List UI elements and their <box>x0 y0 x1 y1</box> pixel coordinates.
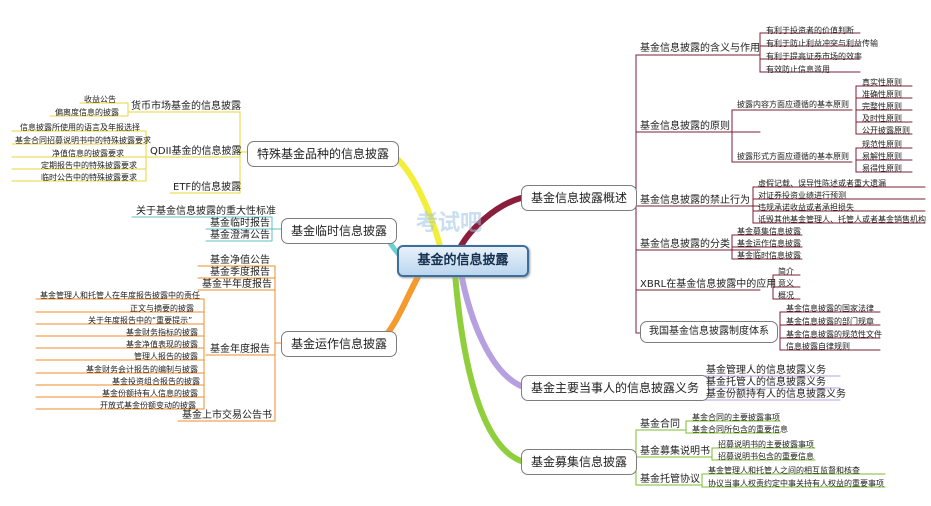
node-operation-quarterly[interactable]: 基金季度报告 <box>210 267 270 278</box>
leaf-role-3: 有利于提高证券市场的效率 <box>766 52 862 61</box>
leaf-system-2: 基金信息披露的部门规章 <box>786 317 874 326</box>
leaf-qdii-5: 临时公告中的特殊披露要求 <box>41 173 137 182</box>
leaf-parties-1: 基金管理人的信息披露义务 <box>706 365 826 376</box>
leaf-annual-4: 基金财务指标的披露 <box>126 328 198 337</box>
leaf-categories-2: 基金运作信息披露 <box>737 239 801 248</box>
leaf-annual-1: 基金管理人和托管人在年度报告披露中的责任 <box>40 291 200 300</box>
leaf-annual-5: 基金净值表现的披露 <box>126 340 198 349</box>
leaf-custody-2: 协议当事人权责约定中事关持有人权益的重要事项 <box>708 479 884 488</box>
leaf-qdii-2: 基金合同招募说明书中的特殊披露要求 <box>15 136 151 145</box>
leaf-content-5: 公开披露原则 <box>862 126 910 135</box>
leaf-annual-6: 管理人报告的披露 <box>134 352 198 361</box>
leaf-form-3: 易得性原则 <box>862 164 902 173</box>
leaf-contract-1: 基金合同的主要披露事项 <box>692 413 780 422</box>
node-overview-system[interactable]: 我国基金信息披露制度体系 <box>640 321 778 343</box>
node-principles-form[interactable]: 披露形式方面应遵循的基本原则 <box>737 152 849 161</box>
node-operation-nav[interactable]: 基金净值公告 <box>210 255 270 266</box>
leaf-role-2: 有利于防止利益冲突与利益传输 <box>766 39 878 48</box>
topic-raising[interactable]: 基金募集信息披露 <box>521 449 638 475</box>
leaf-content-2: 准确性原则 <box>862 90 902 99</box>
node-overview-categories[interactable]: 基金信息披露的分类 <box>640 239 730 250</box>
topic-temporary[interactable]: 基金临时信息披露 <box>281 218 398 244</box>
topic-special[interactable]: 特殊基金品种的信息披露 <box>247 141 400 167</box>
leaf-system-1: 基金信息披露的国家法律 <box>786 304 874 313</box>
leaf-qdii-3: 净值信息的披露要求 <box>52 149 124 158</box>
leaf-prospectus-1: 招募说明书的主要披露事项 <box>718 440 814 449</box>
leaf-role-1: 有利于投资者的价值判断 <box>766 26 854 35</box>
leaf-role-4: 有效防止信息滥用 <box>766 65 830 74</box>
leaf-annual-9: 基金份额持有人信息的披露 <box>102 389 198 398</box>
leaf-money-2: 偏离度信息的披露 <box>55 108 119 117</box>
leaf-annual-2: 正文与摘要的披露 <box>130 304 194 313</box>
branch-overview <box>458 195 524 249</box>
leaf-form-2: 易解性原则 <box>862 152 902 161</box>
leaf-prohibited-2: 对证券投资业绩进行预测 <box>758 191 846 200</box>
branch-raising <box>452 270 524 464</box>
leaf-xbrl-2: 意义 <box>778 279 794 288</box>
leaf-temporary-1: 关于基金信息披露的重大性标准 <box>136 206 276 217</box>
leaf-qdii-1: 信息披露所使用的语言及年报选择 <box>20 123 140 132</box>
leaf-xbrl-1: 简介 <box>778 267 794 276</box>
leaf-prohibited-1: 虚假记载、误导性陈述或者重大遗漏 <box>758 179 886 188</box>
node-special-qdii[interactable]: QDII基金的信息披露 <box>150 146 242 157</box>
leaf-system-4: 信息披露自律规则 <box>786 342 850 351</box>
leaf-form-1: 规范性原则 <box>862 140 902 149</box>
leaf-annual-7: 基金财务会计报告的编制与披露 <box>86 365 198 374</box>
leaf-temporary-2: 基金临时报告 <box>210 218 270 229</box>
leaf-custody-1: 基金管理人和托管人之间的相互监督和核查 <box>708 466 860 475</box>
leaf-system-3: 基金信息披露的规范性文件 <box>786 330 882 339</box>
node-operation-semiannual[interactable]: 基金半年度报告 <box>202 279 272 290</box>
leaf-contract-2: 基金合同所包含的重要信息 <box>692 425 788 434</box>
leaf-annual-10: 开放式基金份额变动的披露 <box>100 401 196 410</box>
node-overview-principles[interactable]: 基金信息披露的原则 <box>640 121 730 132</box>
leaf-temporary-3: 基金澄清公告 <box>210 230 270 241</box>
topic-parties[interactable]: 基金主要当事人的信息披露义务 <box>521 375 710 401</box>
leaf-content-1: 真实性原则 <box>862 78 902 87</box>
node-overview-xbrl[interactable]: XBRL在基金信息披露中的应用 <box>640 279 777 290</box>
leaf-categories-1: 基金募集信息披露 <box>737 227 801 236</box>
node-raising-contract[interactable]: 基金合同 <box>640 419 680 430</box>
leaf-qdii-4: 定期报告中的特殊披露要求 <box>41 161 137 170</box>
topic-overview[interactable]: 基金信息披露概述 <box>521 185 638 211</box>
leaf-prospectus-2: 招募说明书包含的重要信息 <box>718 452 814 461</box>
node-operation-listing[interactable]: 基金上市交易公告书 <box>182 410 272 421</box>
leaf-prohibited-4: 诋毁其他基金管理人、托管人或者基金销售机构 <box>758 215 926 224</box>
node-raising-custody[interactable]: 基金托管协议 <box>640 474 700 485</box>
leaf-annual-3: 关于年度报告中的“重要提示” <box>88 316 193 325</box>
leaf-prohibited-3: 违规承诺收益或者承担损失 <box>758 203 854 212</box>
leaf-xbrl-3: 概况 <box>778 291 794 300</box>
node-special-money[interactable]: 货币市场基金的信息披露 <box>131 101 241 112</box>
leaf-parties-3: 基金份额持有人的信息披露义务 <box>706 389 846 400</box>
topic-operation[interactable]: 基金运作信息披露 <box>281 331 398 357</box>
node-special-etf[interactable]: ETF的信息披露 <box>173 182 242 193</box>
node-principles-content[interactable]: 披露内容方面应遵循的基本原则 <box>737 100 849 109</box>
central-topic[interactable]: 基金的信息披露 <box>397 245 529 277</box>
node-overview-role[interactable]: 基金信息披露的含义与作用 <box>640 43 760 54</box>
leaf-categories-3: 基金临时信息披露 <box>737 251 801 260</box>
leaf-parties-2: 基金托管人的信息披露义务 <box>706 377 826 388</box>
leaf-content-3: 完整性原则 <box>862 102 902 111</box>
node-overview-prohibited[interactable]: 基金信息披露的禁止行为 <box>640 195 750 206</box>
leaf-annual-8: 基金投资组合报告的披露 <box>112 377 200 386</box>
leaf-money-1: 收益公告 <box>84 95 116 104</box>
watermark: 考试吧 <box>416 211 483 236</box>
node-raising-prospectus[interactable]: 基金募集说明书 <box>640 446 710 457</box>
leaf-content-4: 及时性原则 <box>862 114 902 123</box>
node-operation-annual[interactable]: 基金年度报告 <box>210 344 270 355</box>
branch-parties <box>458 270 524 389</box>
